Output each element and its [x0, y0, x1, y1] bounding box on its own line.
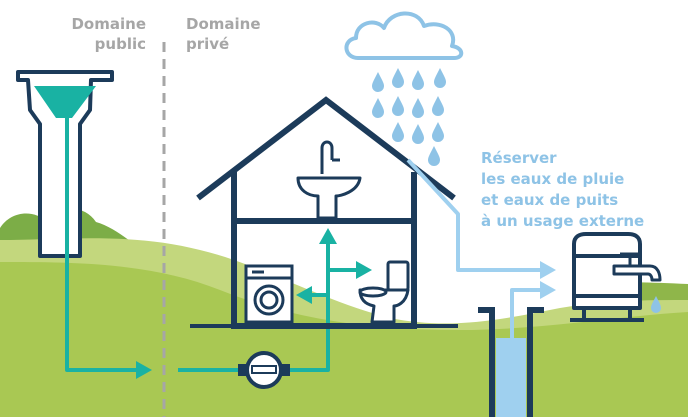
rainwater-note: Réserver les eaux de pluie et eaux de pu…	[481, 148, 644, 232]
public-domain-line-2: public	[94, 35, 146, 53]
rain-cloud-icon	[344, 11, 464, 60]
sink-icon	[296, 140, 362, 220]
public-domain-line-1: Domaine	[71, 15, 146, 33]
supply-arrowheads	[136, 228, 372, 379]
rain-drop-icon	[372, 68, 446, 166]
rainwater-pipe	[406, 158, 540, 350]
rainwater-note-line-1: Réserver	[481, 149, 557, 167]
rainwater-arrowheads	[540, 261, 556, 299]
tap-icon	[612, 252, 662, 313]
rainwater-note-line-2: les eaux de pluie	[481, 170, 625, 188]
rainwater-note-line-3: et eaux de puits	[481, 191, 619, 209]
private-domain-label: Domaine privé	[186, 14, 261, 54]
supply-pipe	[65, 118, 360, 372]
water-meter-icon	[238, 351, 290, 389]
private-domain-line-2: privé	[186, 35, 230, 53]
well-icon	[478, 307, 544, 417]
public-domain-label: Domaine public	[68, 14, 146, 54]
rain-tank-icon	[570, 232, 644, 322]
toilet-icon	[358, 260, 410, 324]
washing-machine-icon	[244, 264, 294, 324]
private-domain-line-1: Domaine	[186, 15, 261, 33]
rainwater-note-line-4: à un usage externe	[481, 212, 645, 230]
